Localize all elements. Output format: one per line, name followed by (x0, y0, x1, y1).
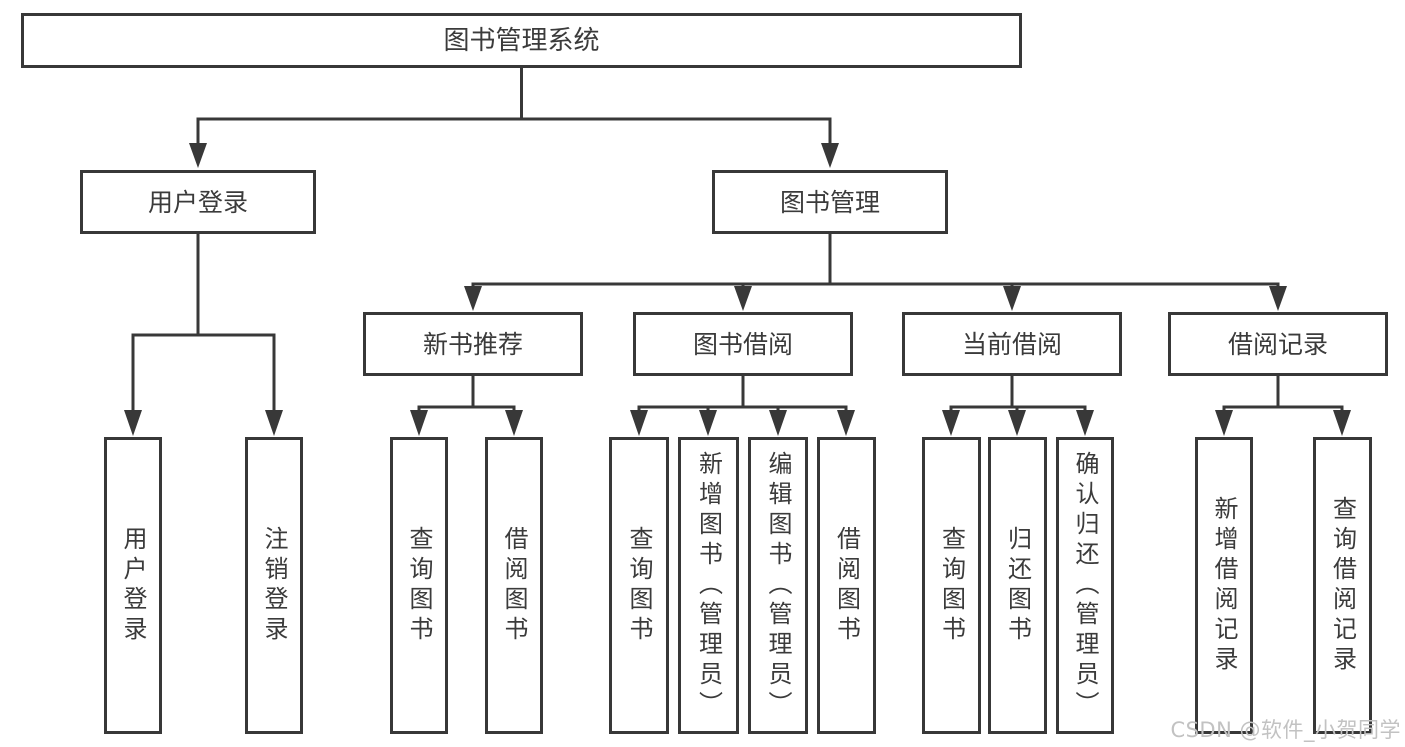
leaf-query-book: 查询图书 (390, 437, 448, 734)
arrow-down-icon (124, 410, 142, 436)
arrow-down-icon (1003, 286, 1021, 311)
node-borrow-record: 借阅记录 (1168, 312, 1388, 376)
node-label: 用户登录 (147, 187, 248, 217)
arrow-down-icon (1269, 286, 1287, 311)
csdn-watermark: CSDN @软件_小贺同学 (1170, 718, 1401, 742)
node-label: 当前借阅 (961, 329, 1062, 359)
leaf-edit-book-admin: 编辑图书（管理员） (748, 437, 808, 734)
leaf-label: 编辑图书（管理员） (764, 450, 792, 721)
arrow-down-icon (505, 410, 523, 436)
leaf-label: 确认归还（管理员） (1071, 450, 1099, 721)
node-label: 新书推荐 (422, 329, 523, 359)
arrow-down-icon (189, 143, 207, 168)
node-new-book-recommend: 新书推荐 (363, 312, 583, 376)
leaf-user-login: 用户登录 (104, 437, 162, 734)
arrow-down-icon (1333, 410, 1351, 436)
node-label: 图书管理 (779, 187, 880, 217)
leaf-label: 注销登录 (260, 525, 288, 646)
leaf-label: 新增图书（管理员） (694, 450, 723, 721)
leaf-query-book: 查询图书 (609, 437, 669, 734)
arrow-down-icon (630, 410, 648, 436)
leaf-label: 查询借阅记录 (1328, 495, 1357, 676)
leaf-label: 用户登录 (119, 525, 147, 646)
leaf-return-book: 归还图书 (988, 437, 1047, 734)
arrow-down-icon (769, 410, 787, 436)
leaf-label: 新增借阅记录 (1210, 495, 1238, 676)
node-current-borrow: 当前借阅 (902, 312, 1122, 376)
leaf-query-book: 查询图书 (922, 437, 981, 734)
leaf-label: 借阅图书 (832, 525, 861, 646)
arrow-down-icon (942, 410, 960, 436)
leaf-label: 查询图书 (937, 525, 966, 646)
leaf-borrow-book: 借阅图书 (817, 437, 876, 734)
leaf-add-borrow-record: 新增借阅记录 (1195, 437, 1253, 734)
leaf-logout: 注销登录 (245, 437, 303, 734)
arrow-down-icon (699, 410, 717, 436)
leaf-query-borrow-record: 查询借阅记录 (1313, 437, 1372, 734)
arrow-down-icon (1008, 410, 1026, 436)
node-label: 图书管理系统 (443, 25, 600, 56)
leaf-label: 借阅图书 (500, 525, 528, 646)
arrow-down-icon (1076, 410, 1094, 436)
arrowheads (124, 143, 1351, 436)
arrow-down-icon (1215, 410, 1233, 436)
leaf-label: 查询图书 (625, 525, 653, 646)
connector-lines (131, 68, 1344, 414)
arrow-down-icon (837, 410, 855, 436)
leaf-confirm-return-admin: 确认归还（管理员） (1056, 437, 1114, 734)
leaf-borrow-book: 借阅图书 (485, 437, 543, 734)
arrow-down-icon (265, 410, 283, 436)
leaf-label: 查询图书 (405, 525, 433, 646)
arrow-down-icon (464, 286, 482, 311)
arrow-down-icon (821, 143, 839, 168)
node-user-login: 用户登录 (80, 170, 316, 234)
arrow-down-icon (734, 286, 752, 311)
node-label: 图书借阅 (692, 329, 793, 359)
node-book-management: 图书管理 (712, 170, 948, 234)
node-book-borrow: 图书借阅 (633, 312, 853, 376)
leaf-label: 归还图书 (1003, 525, 1032, 646)
node-library-management-system: 图书管理系统 (21, 13, 1022, 68)
leaf-add-book-admin: 新增图书（管理员） (678, 437, 739, 734)
arrow-down-icon (410, 410, 428, 436)
node-label: 借阅记录 (1227, 329, 1328, 359)
